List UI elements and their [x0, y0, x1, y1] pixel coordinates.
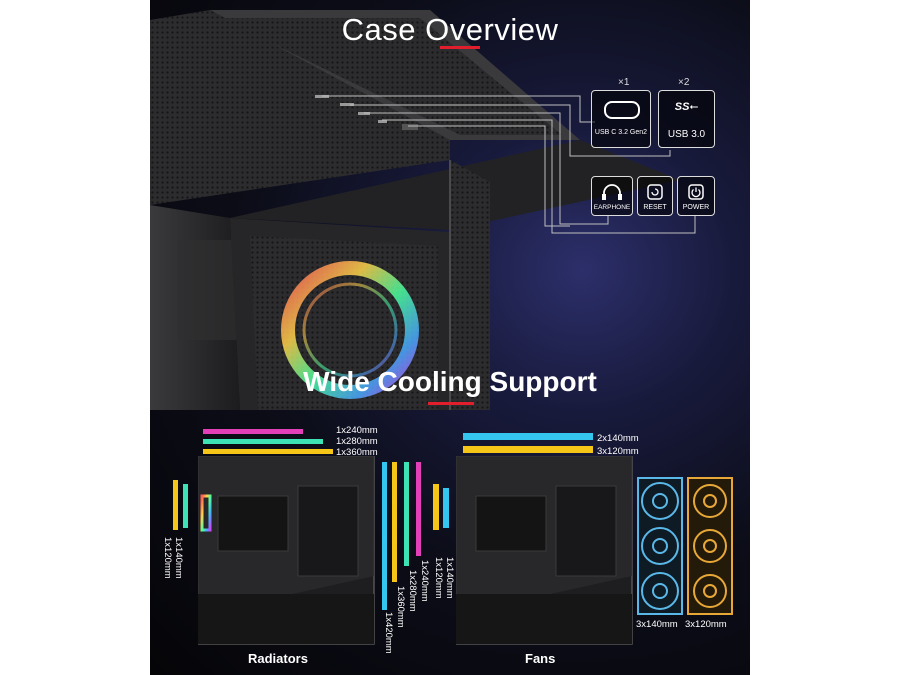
radiator-front-420-bar [382, 462, 387, 610]
fan-case-diagram [456, 456, 633, 645]
case-top-panel [150, 10, 450, 205]
reset-label: RESET [643, 204, 667, 211]
power-icon [688, 184, 704, 200]
usbc-count: ×1 [618, 77, 630, 88]
cooling-title: Wide Cooling Support [303, 366, 597, 397]
rgb-fan [281, 261, 419, 399]
usb3-count: ×2 [678, 77, 690, 88]
radiator-front-label-3: 1x360mm [395, 586, 406, 628]
fan-top-140-bar [463, 433, 593, 440]
front-fan-stacks [637, 477, 733, 615]
usb3-logo-text: SS [674, 101, 690, 113]
cooling-title-underline [428, 402, 474, 405]
earphone-label: EARPHONE [593, 204, 631, 211]
fan-top-label-1: 2x140mm [597, 433, 639, 444]
radiator-front-label-4: 1x420mm [383, 612, 394, 654]
radiator-case-diagram [198, 456, 375, 645]
usbc-port-icon [604, 101, 640, 119]
radiator-front-label-1: 1x240mm [419, 560, 430, 602]
power-label: POWER [682, 204, 710, 211]
radiator-front-280-bar [404, 462, 409, 566]
product-panel: Case Overview ×1 USB C 3.2 Gen2 ×2 SS⭠ U… [150, 0, 750, 675]
radiators-caption: Radiators [248, 651, 308, 666]
radiator-top-label-1: 1x240mm [336, 425, 378, 436]
headphone-icon [602, 184, 622, 200]
radiator-top-240-bar [203, 429, 303, 434]
fan-rear-label-1: 1x140mm [444, 557, 455, 599]
earphone-port-badge: EARPHONE [591, 176, 633, 216]
radiator-rear-140-bar [173, 480, 178, 530]
radiator-top-280-bar [203, 439, 323, 444]
radiator-front-label-2: 1x280mm [407, 570, 418, 612]
fans-caption: Fans [525, 651, 556, 666]
fan-top-label-2: 3x120mm [597, 446, 639, 457]
fan-rear-label-2: 1x120mm [433, 557, 444, 599]
usb3-port-badge: SS⭠ USB 3.0 [658, 90, 715, 148]
radiator-rear-label-1: 1x140mm [173, 537, 184, 579]
radiator-top-label-3: 1x360mm [336, 447, 378, 458]
usb3-logo-icon: SS⭠ [674, 101, 699, 113]
case-render [150, 10, 696, 410]
radiator-top-label-2: 1x280mm [336, 436, 378, 447]
reset-icon [647, 184, 663, 200]
radiator-front-240-bar [416, 462, 421, 556]
fan-rear-140-bar [433, 484, 439, 530]
usbc-port-badge: USB C 3.2 Gen2 [591, 90, 651, 148]
radiator-rear-label-2: 1x120mm [162, 537, 173, 579]
fan-front-label-2: 3x120mm [685, 619, 727, 630]
radiator-rear-120-bar [183, 484, 188, 528]
fan-front-label-1: 3x140mm [636, 619, 678, 630]
overview-title: Case Overview [341, 12, 559, 47]
fan-rear-120-bar [443, 488, 449, 528]
usbc-port-label: USB C 3.2 Gen2 [594, 129, 648, 136]
front-140-fan-stack [637, 477, 683, 615]
power-button-badge: POWER [677, 176, 715, 216]
radiator-top-360-bar [203, 449, 333, 454]
reset-button-badge: RESET [637, 176, 673, 216]
fan-top-120-bar [463, 446, 593, 453]
overview-title-underline [440, 46, 480, 49]
radiator-front-360-bar [392, 462, 397, 582]
front-120-fan-stack [687, 477, 733, 615]
usb3-port-label: USB 3.0 [667, 129, 706, 140]
